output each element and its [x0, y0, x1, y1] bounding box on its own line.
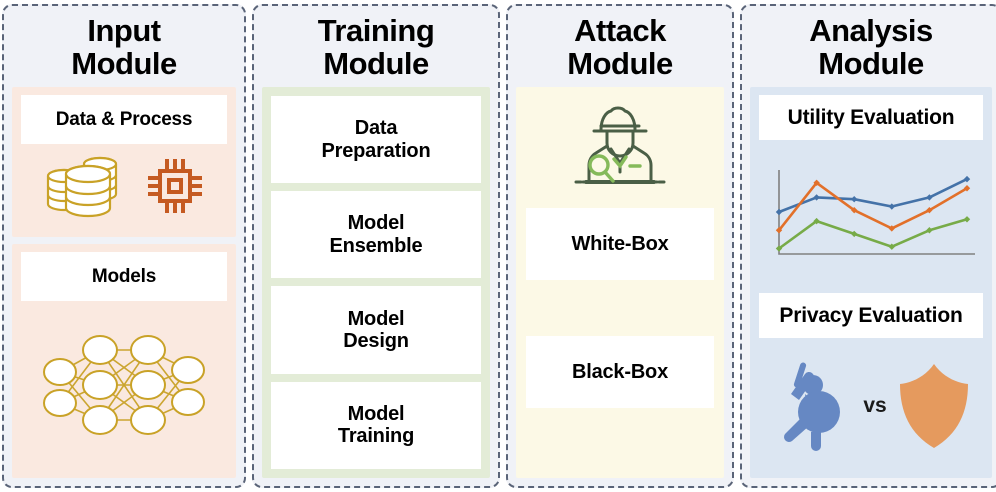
card-privacy-evaluation[interactable]: Privacy Evaluation	[759, 293, 983, 339]
chart-marker	[775, 245, 783, 252]
attacker-figure-icon	[769, 360, 855, 452]
spy-detective-icon	[566, 102, 674, 198]
attack-spacer-bottom	[526, 408, 714, 464]
line-chart-wrap	[759, 146, 983, 288]
chart-marker	[963, 184, 971, 192]
database-stack-icon	[42, 150, 128, 222]
chart-marker	[963, 175, 971, 183]
chart-line-series-orange	[777, 181, 968, 231]
module-analysis[interactable]: Analysis Module Utility Evaluation Priva…	[740, 4, 996, 488]
attack-section: White-Box Black-Box	[516, 86, 724, 478]
card-models[interactable]: Models	[21, 251, 227, 301]
module-input-title: Input Module	[71, 13, 177, 82]
card-model-training[interactable]: Model Training	[271, 381, 481, 469]
chart-marker	[963, 215, 971, 223]
card-data-process[interactable]: Data & Process	[21, 94, 227, 144]
module-analysis-title: Analysis Module	[809, 13, 933, 82]
training-section: Data Preparation Model Ensemble Model De…	[262, 86, 490, 478]
chart-marker	[851, 195, 858, 203]
analysis-section: Utility Evaluation Privacy Evaluation	[750, 86, 992, 478]
module-training[interactable]: Training Module Data Preparation Model E…	[252, 4, 500, 488]
attack-icon-wrap	[526, 93, 714, 208]
module-attack-title: Attack Module	[567, 13, 673, 82]
card-data-preparation[interactable]: Data Preparation	[271, 95, 481, 184]
card-white-box[interactable]: White-Box	[526, 207, 714, 280]
chart-marker	[775, 208, 783, 215]
chart-marker	[851, 230, 858, 237]
module-input[interactable]: Input Module Data & Process	[2, 4, 246, 488]
card-model-design[interactable]: Model Design	[271, 286, 481, 374]
input-section-models[interactable]: Models	[12, 243, 236, 478]
input-sections: Data & Process	[12, 86, 236, 478]
card-black-box[interactable]: Black-Box	[526, 335, 714, 408]
module-attack[interactable]: Attack Module	[506, 4, 734, 488]
chart-marker	[775, 226, 783, 234]
card-utility-evaluation[interactable]: Utility Evaluation	[759, 94, 983, 140]
attacker-vs-shield-wrap: vs	[759, 344, 983, 468]
attack-spacer-top	[526, 280, 714, 336]
input-section-data-process[interactable]: Data & Process	[12, 86, 236, 237]
cpu-chip-icon	[144, 155, 206, 217]
chart-line-series-green	[778, 217, 968, 250]
vs-label: vs	[863, 394, 887, 418]
shield-icon	[895, 361, 973, 451]
chart-marker	[888, 203, 895, 210]
module-training-title: Training Module	[317, 13, 435, 82]
chart-line-series-blue	[778, 177, 968, 213]
card-model-ensemble[interactable]: Model Ensemble	[271, 191, 481, 279]
input-data-icons	[21, 144, 227, 229]
line-chart-icon	[765, 164, 977, 268]
input-models-icons	[21, 301, 227, 470]
neural-network-icon	[34, 330, 214, 440]
utility-line-chart	[775, 169, 975, 255]
